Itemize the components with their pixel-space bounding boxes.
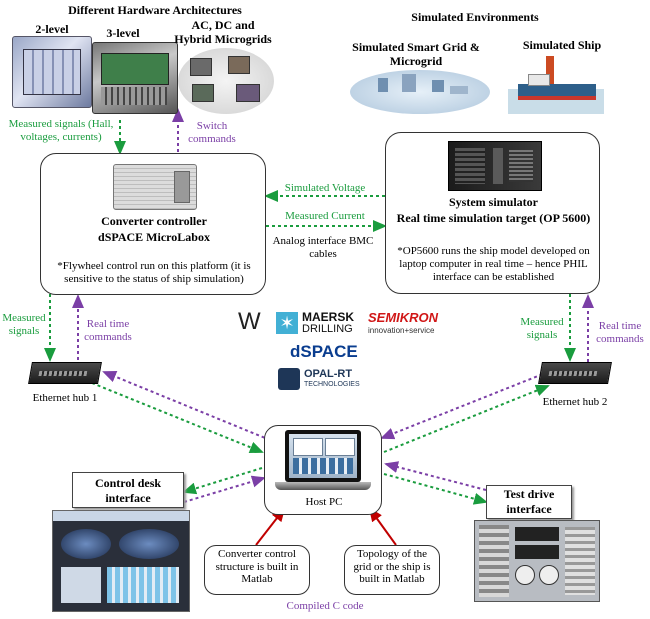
three-level-converter-image bbox=[92, 42, 178, 114]
ship-image bbox=[508, 52, 604, 114]
hub1-host-green bbox=[91, 382, 264, 454]
topology-matlab-box: Topology of the grid or the ship is buil… bbox=[344, 545, 440, 595]
ethernet-hub-1-image bbox=[28, 362, 102, 384]
laptop-base bbox=[275, 482, 371, 490]
controller-title: Converter controller bbox=[101, 214, 207, 228]
three-level-label: 3-level bbox=[106, 26, 140, 40]
smart-grid-image bbox=[350, 70, 490, 114]
real-time-left-label: Real time commands bbox=[84, 318, 132, 344]
measured-current-label: Measured Current bbox=[285, 210, 365, 222]
microlabox-image bbox=[113, 164, 197, 210]
host-pc-label: Host PC bbox=[305, 496, 343, 508]
host-desk-purple bbox=[183, 475, 266, 503]
simulator-note: *OP5600 runs the ship model developed on… bbox=[397, 245, 590, 284]
host-test-purple bbox=[384, 461, 487, 491]
op5600-image bbox=[448, 141, 542, 191]
simulator-title: System simulator bbox=[449, 195, 538, 209]
w-logo: W bbox=[238, 308, 261, 335]
control-desk-screenshot bbox=[52, 510, 190, 612]
system-simulator-box: System simulator Real time simulation ta… bbox=[385, 132, 600, 294]
control-desk-box: Control desk interface bbox=[72, 472, 184, 508]
dspace-logo: dSPACE bbox=[290, 342, 358, 361]
hub1-label: Ethernet hub 1 bbox=[32, 392, 98, 404]
semikron-bottom-text: innovation+service bbox=[368, 326, 435, 335]
microgrid-label: AC, DC and Hybrid Microgrids bbox=[174, 18, 272, 47]
hub2-host-purple bbox=[380, 371, 549, 440]
measured-signals-right-label: Measured signals bbox=[520, 316, 564, 342]
maersk-bottom-text: DRILLING bbox=[302, 323, 353, 335]
microgrid-image bbox=[178, 48, 274, 114]
converter-controller-box: Converter controller dSPACE MicroLabox *… bbox=[40, 153, 266, 295]
smart-grid-label: Simulated Smart Grid & Microgrid bbox=[352, 40, 480, 69]
simulator-subtitle: Real time simulation target (OP 5600) bbox=[396, 211, 591, 225]
test-drive-screenshot bbox=[474, 520, 600, 602]
laptop-image bbox=[285, 430, 361, 482]
opal-top-text: OPAL-RT bbox=[304, 368, 353, 380]
hardware-title: Different Hardware Architectures bbox=[68, 3, 242, 17]
ship-label: Simulated Ship bbox=[522, 38, 602, 52]
hub1-host-purple bbox=[102, 370, 271, 441]
compiled-c-label: Compiled C code bbox=[286, 600, 364, 612]
environments-title: Simulated Environments bbox=[411, 10, 539, 24]
host-desk-green bbox=[182, 467, 263, 495]
converter-matlab-box: Converter control structure is built in … bbox=[204, 545, 310, 595]
controller-subtitle: dSPACE MicroLabox bbox=[98, 230, 210, 244]
ethernet-hub-2-image bbox=[538, 362, 612, 384]
matlab-topology-arrow bbox=[368, 507, 397, 546]
host-pc-box: Host PC bbox=[264, 425, 382, 515]
hub2-host-green bbox=[383, 384, 550, 453]
semikron-logo: SEMIKRON innovation+service bbox=[368, 310, 442, 338]
controller-note: *Flywheel control run on this platform (… bbox=[57, 260, 251, 286]
test-drive-box: Test drive interface bbox=[486, 485, 572, 519]
opal-bottom-text: TECHNOLOGIES bbox=[304, 381, 360, 388]
matlab-converter-arrow bbox=[255, 507, 286, 546]
maersk-top-text: MAERSK bbox=[302, 310, 355, 324]
semikron-top-text: SEMIKRON bbox=[368, 310, 439, 325]
switch-commands-label: Switch commands bbox=[188, 120, 236, 146]
simulated-voltage-label: Simulated Voltage bbox=[284, 182, 366, 194]
maersk-logo: ✶ MAERSK DRILLING bbox=[276, 310, 356, 338]
two-level-label: 2-level bbox=[35, 22, 69, 36]
measured-hall-label: Measured signals (Hall, voltages, curren… bbox=[8, 118, 114, 144]
hub2-label: Ethernet hub 2 bbox=[542, 396, 608, 408]
host-test-green bbox=[383, 473, 488, 505]
measured-signals-left-label: Measured signals bbox=[2, 312, 46, 338]
real-time-right-label: Real time commands bbox=[596, 320, 644, 346]
two-level-converter-image bbox=[12, 36, 92, 108]
opal-rt-logo: OPAL-RT TECHNOLOGIES bbox=[278, 368, 360, 392]
analog-interface-label: Analog interface BMC cables bbox=[272, 235, 374, 261]
